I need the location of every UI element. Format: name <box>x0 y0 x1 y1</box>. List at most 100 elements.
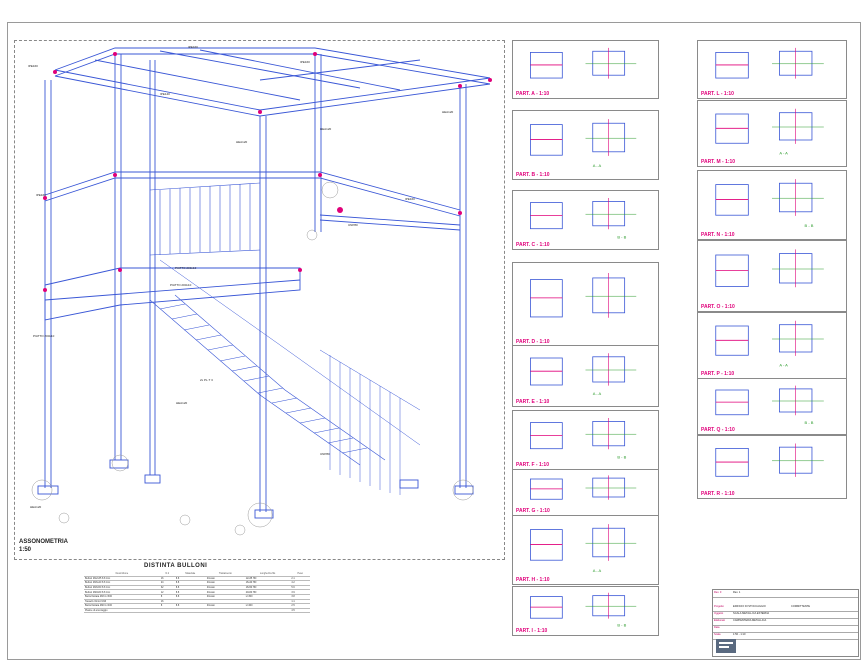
member-tag: HEA120 <box>176 401 188 405</box>
detail-sketch <box>715 47 824 79</box>
bolt-header-cell: Descrizione <box>84 572 160 577</box>
detail-panel: A - A PART. P - 1:10 <box>697 312 847 379</box>
title-block-row: Data <box>713 625 858 633</box>
detail-panel: PART. G - 1:10 <box>512 469 659 516</box>
detail-sketch <box>715 249 824 288</box>
bolt-cell: Bulloni M20x60 8.8 zinc <box>84 589 160 595</box>
bolt-cell: 8.8 <box>174 585 206 591</box>
bolt-cell: Barra filettata M20 L=400 <box>84 603 160 609</box>
bolt-cell: 8.8 <box>174 594 206 600</box>
bolt-cell: Zincato <box>205 589 245 595</box>
section-mark: A - A <box>593 568 602 573</box>
title-block-k: Progetto <box>714 605 724 608</box>
member-tag: IPE160 <box>405 197 415 201</box>
bolt-cell: 32 <box>159 585 175 591</box>
view-title: ASSONOMETRIA 1:50 <box>19 538 68 554</box>
member-tag: UNP80 <box>348 223 358 227</box>
detail-shape <box>529 279 563 318</box>
member-tag: PIATTO 200x10 <box>33 334 55 338</box>
bolt-cell: 1.1 <box>290 599 310 605</box>
title-block-k: Data <box>714 626 720 629</box>
detail-label: PART. O - 1:10 <box>701 304 735 310</box>
bolt-table-header: Descrizione N.ri Materiale Trattamento L… <box>84 572 310 577</box>
bolt-cell <box>244 599 291 605</box>
member-tag: IPE160 <box>188 45 198 49</box>
section-mark: A - A <box>593 163 602 168</box>
bolt-cell: 8 <box>159 594 175 600</box>
detail-sketch: A - A <box>715 320 824 367</box>
bolt-cell <box>174 599 206 605</box>
bolt-cell: 16x50 HD <box>244 585 291 591</box>
bolt-cell: Barra filettata M16 L=300 <box>84 594 160 600</box>
bolt-cell: 24 <box>159 580 175 586</box>
detail-panel: A - A PART. B - 1:10 <box>512 110 659 180</box>
detail-panel: PART. O - 1:10 <box>697 240 847 312</box>
bolt-header-cell: Trattamento <box>205 572 245 577</box>
detail-sketch <box>529 475 637 500</box>
section-mark: B - B <box>617 455 626 460</box>
detail-panel: PART. L - 1:10 <box>697 40 847 99</box>
bolt-cell <box>205 599 245 605</box>
bolt-cell: Zincato <box>205 576 245 582</box>
bolt-cell <box>174 608 206 614</box>
section-mark: A - A <box>779 362 788 367</box>
detail-label: PART. I - 1:10 <box>516 628 548 634</box>
detail-label: PART. B - 1:10 <box>516 172 550 178</box>
member-tag: HEA120 <box>442 110 454 114</box>
bolt-cell: 8.8 <box>174 603 206 609</box>
sheet-frame <box>7 22 861 660</box>
bolt-cell: Zincato <box>205 594 245 600</box>
bolt-cell: Tasselli chimici M16 <box>84 599 160 605</box>
bolt-cell: 4.5 <box>290 608 310 614</box>
detail-sketch: B - B <box>715 179 824 228</box>
detail-sketch <box>529 47 637 79</box>
bolt-cell: 12x35 HD <box>244 576 291 582</box>
detail-label: PART. R - 1:10 <box>701 491 735 497</box>
detail-label: PART. Q - 1:10 <box>701 427 735 433</box>
detail-sketch: A - A <box>715 108 824 155</box>
detail-label: PART. E - 1:10 <box>516 399 550 405</box>
firm-logo <box>716 639 736 653</box>
detail-sketch: B - B <box>529 197 637 240</box>
title-block-v2: COMMITTENTE <box>791 605 811 608</box>
bolt-table: Descrizione N.ri Materiale Trattamento L… <box>84 572 310 614</box>
detail-sketch <box>529 272 637 318</box>
detail-sketch: A - A <box>529 524 637 573</box>
bolt-cell: Piastre di ancoraggio <box>84 608 160 614</box>
bolt-cell: 20x60 HD <box>244 589 291 595</box>
bolt-cell: Zincato <box>205 585 245 591</box>
detail-sketch: B - B <box>529 592 637 627</box>
bolt-cell: 16 <box>159 576 175 582</box>
bolt-cell: Bulloni M12x35 8.8 zinc <box>84 576 160 582</box>
detail-sketch: A - A <box>529 353 637 396</box>
detail-label: PART. P - 1:10 <box>701 371 735 377</box>
member-tag: HEA120 <box>30 505 42 509</box>
bolt-cell <box>205 608 245 614</box>
detail-panel: PART. A - 1:10 <box>512 40 659 99</box>
bolt-header-cell: Peso <box>290 572 310 577</box>
detail-sketch: A - A <box>529 119 637 168</box>
title-block-k: Elaborato <box>714 619 726 622</box>
revision-1: Rev. 1 <box>733 591 741 594</box>
title-block-v: SCALA METALLICA ESTERNA <box>733 612 770 615</box>
bolt-cell <box>244 608 291 614</box>
title-block-v: 1:50 - 1:10 <box>733 633 746 636</box>
bolt-cell: L=300 <box>244 594 291 600</box>
bolt-cell: 4.2 <box>290 580 310 586</box>
member-tag: IPE140 <box>160 92 170 96</box>
member-tag: 2x PL.T 3 <box>200 378 213 382</box>
bolt-row: Piastre di ancoraggio 4.5 <box>84 608 310 614</box>
bolt-cell: 8.8 <box>174 580 206 586</box>
